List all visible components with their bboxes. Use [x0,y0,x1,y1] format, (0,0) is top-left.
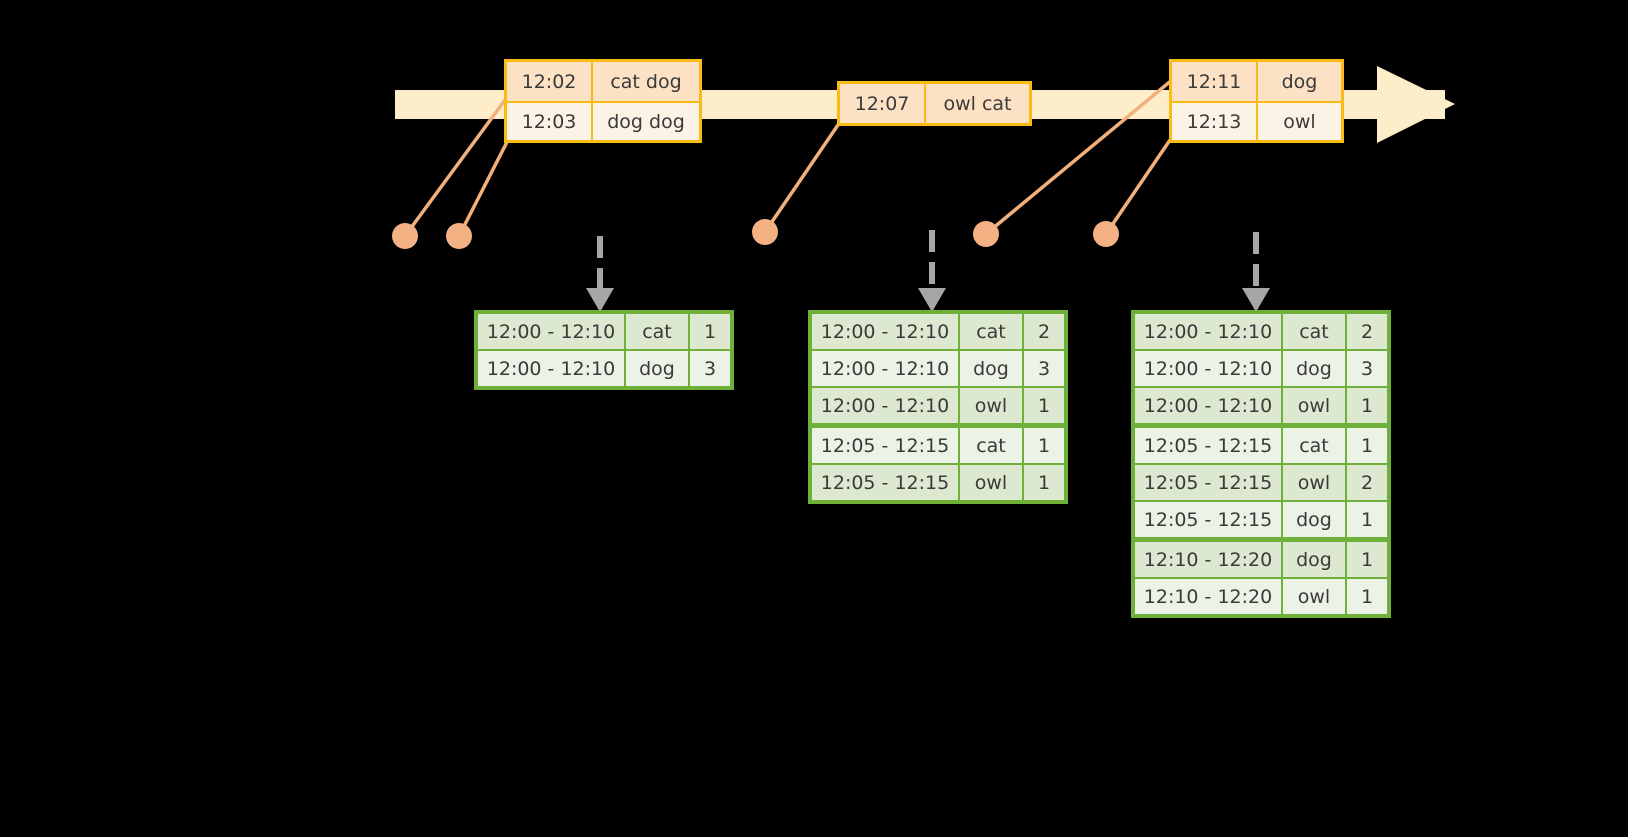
key-cell: owl [1283,465,1345,500]
event-row[interactable]: 12:13 owl [1172,101,1341,140]
event-time: 12:03 [507,103,593,140]
event-time: 12:11 [1172,62,1258,101]
event-markers [392,219,1119,249]
key-cell: cat [960,314,1022,349]
event-row[interactable]: 12:11 dog [1172,62,1341,101]
event-words: dog dog [607,110,685,133]
count-cell: 2 [1347,314,1387,349]
window-cell: 12:05 - 12:15 [1135,502,1281,537]
stream-marker-1207 [752,219,778,245]
key-cell: owl [1283,579,1345,614]
count-cell: 1 [1347,502,1387,537]
event-group-1[interactable]: 12:02 cat dog 12:03 dog dog [504,59,702,143]
event-time: 12:02 [507,62,593,101]
window-cell: 12:00 - 12:10 [1135,351,1281,386]
window-cell: 12:00 - 12:10 [1135,314,1281,349]
window-cell: 12:00 - 12:10 [478,351,624,386]
count-cell: 1 [1347,388,1387,423]
window-cell: 12:00 - 12:10 [812,388,958,423]
window-cell: 12:10 - 12:20 [1135,542,1281,577]
count-cell: 3 [1347,351,1387,386]
count-cell: 3 [1024,351,1064,386]
window-cell: 12:05 - 12:15 [812,428,958,463]
window-cell: 12:05 - 12:15 [812,465,958,500]
event-words: owl [1283,110,1316,133]
count-cell: 1 [1347,579,1387,614]
count-cell: 1 [1024,465,1064,500]
event-row[interactable]: 12:03 dog dog [507,101,699,140]
key-cell: owl [960,465,1022,500]
event-group-2[interactable]: 12:07 owl cat [837,81,1032,126]
count-cell: 3 [690,351,730,386]
count-cell: 1 [1024,388,1064,423]
count-cell: 1 [1347,542,1387,577]
window-cell: 12:00 - 12:10 [478,314,624,349]
event-row[interactable]: 12:02 cat dog [507,62,699,101]
event-words: cat dog [610,70,682,93]
window-cell: 12:00 - 12:10 [1135,388,1281,423]
event-words: dog [1281,70,1318,93]
key-cell: dog [1283,502,1345,537]
key-cell: cat [626,314,688,349]
window-cell: 12:05 - 12:15 [1135,465,1281,500]
event-words: owl cat [943,92,1012,115]
stream-marker-1203 [446,223,472,249]
event-time: 12:13 [1172,103,1258,140]
key-cell: cat [1283,428,1345,463]
stream-marker-1213 [1093,221,1119,247]
key-cell: dog [626,351,688,386]
count-cell: 2 [1347,465,1387,500]
emit-arrowheads [586,288,1270,312]
count-cell: 1 [690,314,730,349]
stream-marker-1211 [973,221,999,247]
key-cell: dog [1283,351,1345,386]
key-cell: owl [960,388,1022,423]
key-cell: cat [1283,314,1345,349]
event-row[interactable]: 12:07 owl cat [840,84,1029,123]
event-time: 12:07 [840,84,926,123]
key-cell: dog [1283,542,1345,577]
window-cell: 12:00 - 12:10 [812,314,958,349]
stream-marker-1202 [392,223,418,249]
window-cell: 12:10 - 12:20 [1135,579,1281,614]
window-cell: 12:05 - 12:15 [1135,428,1281,463]
key-cell: cat [960,428,1022,463]
window-cell: 12:00 - 12:10 [812,351,958,386]
key-cell: owl [1283,388,1345,423]
emit-arrows [597,230,1259,292]
key-cell: dog [960,351,1022,386]
event-group-3[interactable]: 12:11 dog 12:13 owl [1169,59,1344,143]
count-cell: 1 [1347,428,1387,463]
count-cell: 2 [1024,314,1064,349]
count-cell: 1 [1024,428,1064,463]
